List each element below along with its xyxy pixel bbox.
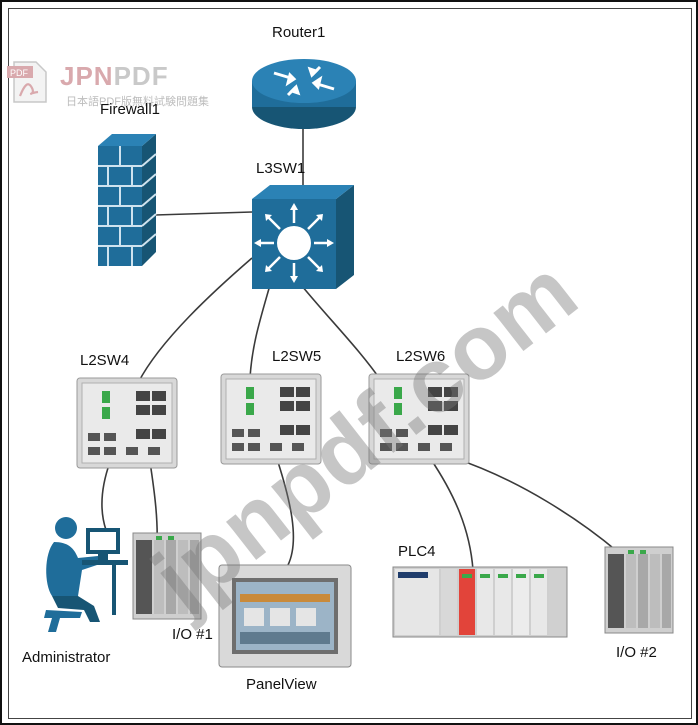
diagram-inner-border — [8, 8, 692, 719]
firewall-label: Firewall1 — [100, 101, 161, 118]
pdf-file-icon: PDF — [7, 61, 47, 103]
router-icon — [252, 59, 356, 129]
link-sw5-panelview — [277, 461, 295, 566]
l3-switch-icon — [252, 185, 354, 289]
link-l3sw-sw5 — [249, 284, 271, 379]
link-sw6-plc4 — [429, 457, 474, 571]
l2-switch-5-icon — [220, 373, 322, 465]
firewall-icon — [98, 134, 157, 266]
panelview-label: PanelView — [246, 676, 317, 693]
l3switch-label: L3SW1 — [256, 160, 306, 177]
logo-wordmark-left: JPN — [60, 61, 114, 91]
link-sw6-io2 — [453, 457, 619, 553]
io-module-2-icon — [604, 546, 674, 634]
router-label: Router1 — [272, 24, 326, 41]
link-sw4-admin — [101, 461, 111, 531]
link-firewall-l3sw — [154, 211, 253, 216]
logo-subtitle: 日本語PDF版無料試験問題集 — [66, 96, 209, 108]
sw6-label: L2SW6 — [396, 348, 446, 365]
logo-wordmark-right: PDF — [113, 61, 169, 91]
sw5-label: L2SW5 — [272, 348, 322, 365]
l2-switch-4-icon — [76, 377, 178, 469]
administrator-label: Administrator — [22, 649, 111, 666]
io-module-1-icon — [132, 532, 202, 620]
jpnpdf-logo: PDF — [6, 58, 58, 111]
io1-label: I/O #1 — [172, 626, 213, 643]
link-l3sw-sw4 — [137, 257, 253, 384]
plc4-chassis-icon — [392, 566, 568, 638]
pdf-badge-text: PDF — [10, 68, 29, 78]
io2-label: I/O #2 — [616, 644, 657, 661]
plc4-label: PLC4 — [398, 543, 436, 560]
logo-wordmark: JPNPDF — [60, 61, 169, 92]
sw4-label: L2SW4 — [80, 352, 130, 369]
panelview-icon — [218, 564, 352, 668]
administrator-icon — [44, 517, 128, 632]
l2-switch-6-icon — [368, 373, 470, 465]
link-l3sw-sw6 — [301, 285, 383, 383]
